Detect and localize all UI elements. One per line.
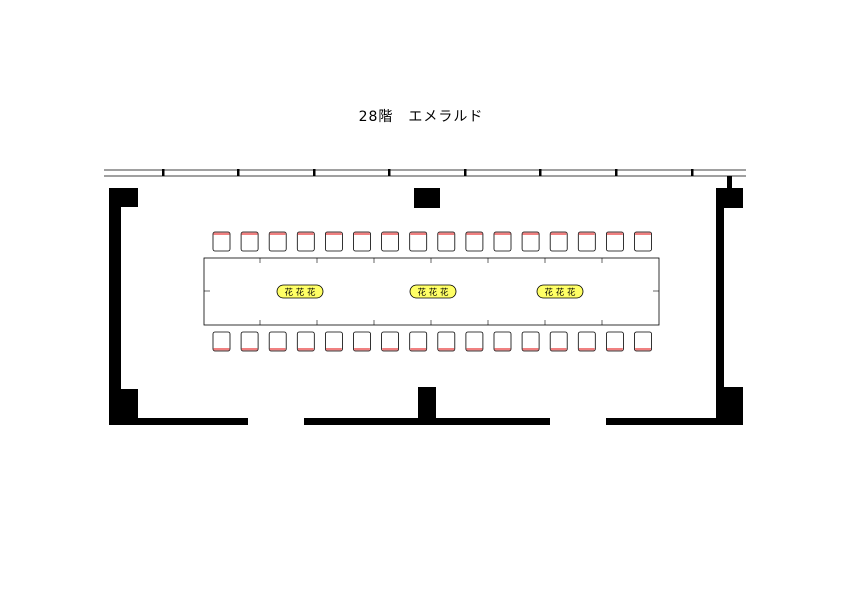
chair-top [324,231,343,252]
chair-top [606,231,624,252]
flower-arrangements: 花 花 花 花 花 花 花 花 花 [276,284,584,299]
chair-bottom [212,331,231,352]
chair-bottom [409,331,428,352]
chair-top [240,231,259,252]
flower-label-2: 花 花 花 [418,287,449,298]
chair-bottom [268,331,287,352]
wall-bottom-1 [109,418,248,425]
chair-bottom [353,331,371,352]
chair-bottom [606,331,624,352]
pillar-bottom-right [716,387,743,425]
chair-top [268,231,287,252]
chairs-top-row [212,231,652,252]
flower-label-3: 花 花 花 [545,287,576,298]
chairs-bottom-row [212,331,652,352]
chair-top [493,231,512,252]
flower-group-1: 花 花 花 [276,284,324,299]
chair-top [353,231,371,252]
rail-post [388,169,391,176]
chair-top [296,231,315,252]
chair-top [577,231,596,252]
chair-top [437,231,456,252]
rail-post [539,169,542,176]
wall-right [716,188,724,425]
chair-bottom [240,331,259,352]
chair-top [409,231,428,252]
chair-bottom [296,331,315,352]
rail-post [313,169,316,176]
chair-top [634,231,652,252]
chair-bottom [634,331,652,352]
rail-post [615,169,618,176]
table-ticks [259,258,603,325]
chair-top [521,231,540,252]
chair-bottom [549,331,568,352]
chair-bottom [465,331,484,352]
pillar-top-middle [414,188,440,208]
flower-group-2: 花 花 花 [409,284,457,299]
rail-post [237,169,240,176]
wall-right-stub [727,176,732,190]
window-rail [104,169,746,177]
rail-post [464,169,467,176]
wall-bottom-3 [606,418,743,425]
chair-bottom [324,331,343,352]
chair-top [549,231,568,252]
room-title: 28階 エメラルド [358,109,484,125]
chair-bottom [493,331,512,352]
walls [109,176,743,425]
chair-top [381,231,400,252]
wall-left [109,188,121,424]
flower-group-3: 花 花 花 [536,284,584,299]
chair-bottom [577,331,596,352]
pillar-bottom-middle [418,387,436,425]
rail-post [162,169,165,176]
chair-bottom [381,331,400,352]
chair-bottom [437,331,456,352]
pillar-top-right [716,188,743,208]
rail-posts [162,169,694,176]
chair-top [465,231,484,252]
chair-top [212,231,231,252]
flower-label-1: 花 花 花 [285,287,316,298]
rail-post [691,169,694,176]
chair-bottom [521,331,540,352]
